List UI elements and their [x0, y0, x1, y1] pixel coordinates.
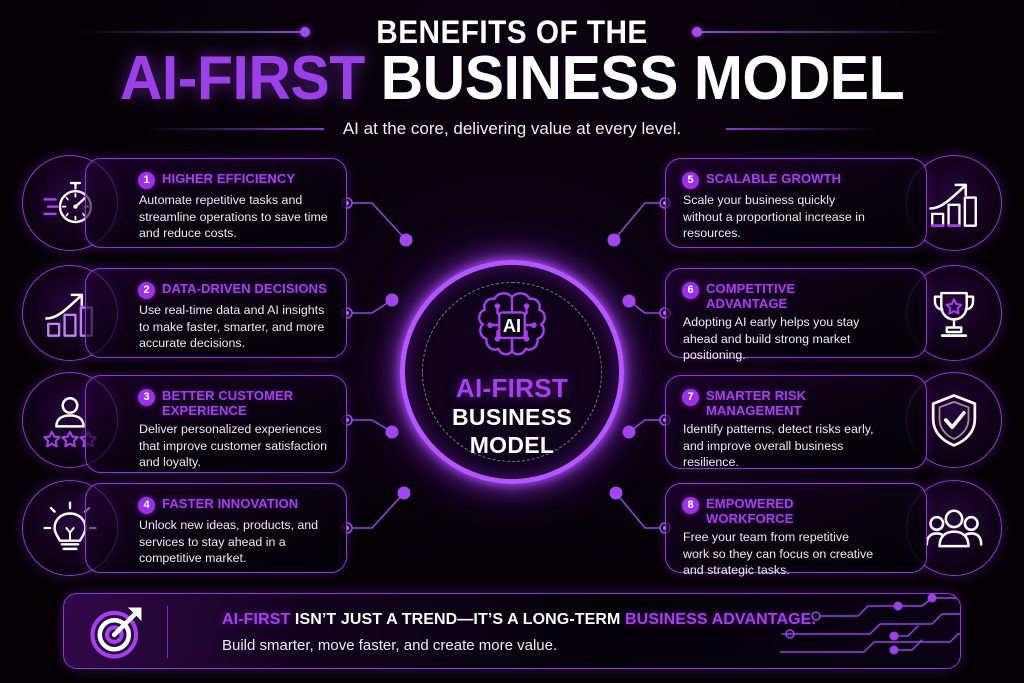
badge-7: 7	[682, 389, 699, 406]
card-title-7: SMARTER RISK MANAGEMENT	[706, 388, 807, 418]
banner-line-1-accent-b: BUSINESS ADVANTAGE.	[625, 611, 816, 628]
banner-line-2: Build smarter, move faster, and create m…	[222, 637, 558, 654]
subtitle-rule-right	[726, 128, 876, 130]
card-body-5: Scale your business quickly without a pr…	[683, 193, 865, 240]
header: BENEFITS OF THE AI-FIRST BUSINESS MODEL …	[0, 0, 1024, 148]
card-title-3: BETTER CUSTOMER EXPERIENCE	[162, 388, 294, 418]
banner-line-1-accent-a: AI-FIRST	[222, 611, 291, 628]
page-title-plain: BUSINESS MODEL	[364, 44, 905, 113]
banner-line-1-mid: ISN’T JUST A TREND—IT’S A LONG-TERM	[290, 611, 626, 628]
circuit-traces-icon	[780, 594, 960, 655]
badge-4: 4	[138, 497, 155, 514]
benefit-card-2[interactable]: 2 DATA-DRIVEN DECISIONS Use real-time da…	[85, 268, 347, 358]
card-title-6: COMPETITIVE ADVANTAGE	[706, 281, 796, 311]
page-title: AI-FIRST BUSINESS MODEL	[26, 48, 999, 110]
brain-chip-icon: AI	[478, 292, 546, 356]
card-body-3: Deliver personalized experiences that im…	[139, 422, 328, 469]
card-body-7: Identify patterns, detect risks early, a…	[683, 422, 874, 469]
trophy-icon	[933, 291, 975, 338]
badge-6: 6	[682, 282, 699, 299]
badge-1: 1	[138, 172, 155, 189]
target-arrow-icon	[90, 607, 142, 659]
benefit-card-3[interactable]: 3 BETTER CUSTOMER EXPERIENCE Deliver per…	[85, 375, 347, 473]
benefit-card-1[interactable]: 1 HIGHER EFFICIENCY Automate repetitive …	[85, 158, 347, 248]
card-body-4: Unlock new ideas, products, and services…	[139, 518, 319, 565]
card-body-1: Automate repetitive tasks and streamline…	[139, 193, 328, 240]
card-body-2: Use real-time data and AI insights to ma…	[139, 303, 325, 350]
benefit-card-8[interactable]: 8 EMPOWERED WORKFORCE Free your team fro…	[665, 483, 927, 577]
banner-divider	[167, 606, 169, 658]
header-dot-left	[300, 27, 310, 37]
badge-5: 5	[682, 172, 699, 189]
card-title-4: FASTER INNOVATION	[162, 496, 299, 511]
hub-line-1: AI-FIRST	[455, 373, 569, 403]
hub-dashed-ring	[422, 282, 602, 462]
people-group-icon	[925, 509, 983, 548]
card-title-5: SCALABLE GROWTH	[706, 171, 842, 186]
header-rule-left	[78, 31, 303, 33]
banner-line-1: AI-FIRST ISN’T JUST A TREND—IT’S A LONG-…	[222, 611, 816, 629]
card-title-8: EMPOWERED WORKFORCE	[706, 496, 794, 526]
card-body-8: Free your team from repetitive work so t…	[683, 530, 874, 577]
growth-bar-chart-icon	[929, 183, 977, 228]
hub-line-3: MODEL	[469, 432, 555, 458]
shield-check-icon	[931, 394, 977, 447]
footer-banner: AI-FIRST ISN’T JUST A TREND—IT’S A LONG-…	[63, 593, 961, 669]
badge-8: 8	[682, 497, 699, 514]
hub-line-2: BUSINESS	[452, 404, 572, 430]
benefit-card-7[interactable]: 7 SMARTER RISK MANAGEMENT Identify patte…	[665, 375, 927, 469]
badge-3: 3	[138, 389, 155, 406]
card-body-6: Adopting AI early helps you stay ahead a…	[683, 315, 860, 362]
header-rule-right	[700, 31, 952, 33]
card-title-2: DATA-DRIVEN DECISIONS	[162, 281, 327, 296]
header-kicker: BENEFITS OF THE	[376, 14, 648, 50]
subtitle-rule-left	[148, 128, 324, 130]
center-hub: AI AI-FIRST BUSINESS MODEL	[386, 246, 638, 498]
benefit-card-5[interactable]: 5 SCALABLE GROWTH Scale your business qu…	[665, 158, 927, 248]
header-dot-right	[692, 27, 702, 37]
page-subtitle: AI at the core, delivering value at ever…	[342, 119, 682, 138]
card-title-1: HIGHER EFFICIENCY	[162, 171, 296, 186]
benefit-card-4[interactable]: 4 FASTER INNOVATION Unlock new ideas, pr…	[85, 483, 347, 573]
badge-2: 2	[138, 282, 155, 299]
benefit-card-6[interactable]: 6 COMPETITIVE ADVANTAGE Adopting AI earl…	[665, 268, 927, 362]
page-title-accent: AI-FIRST	[119, 44, 365, 113]
hub-chip-label: AI	[503, 316, 521, 336]
